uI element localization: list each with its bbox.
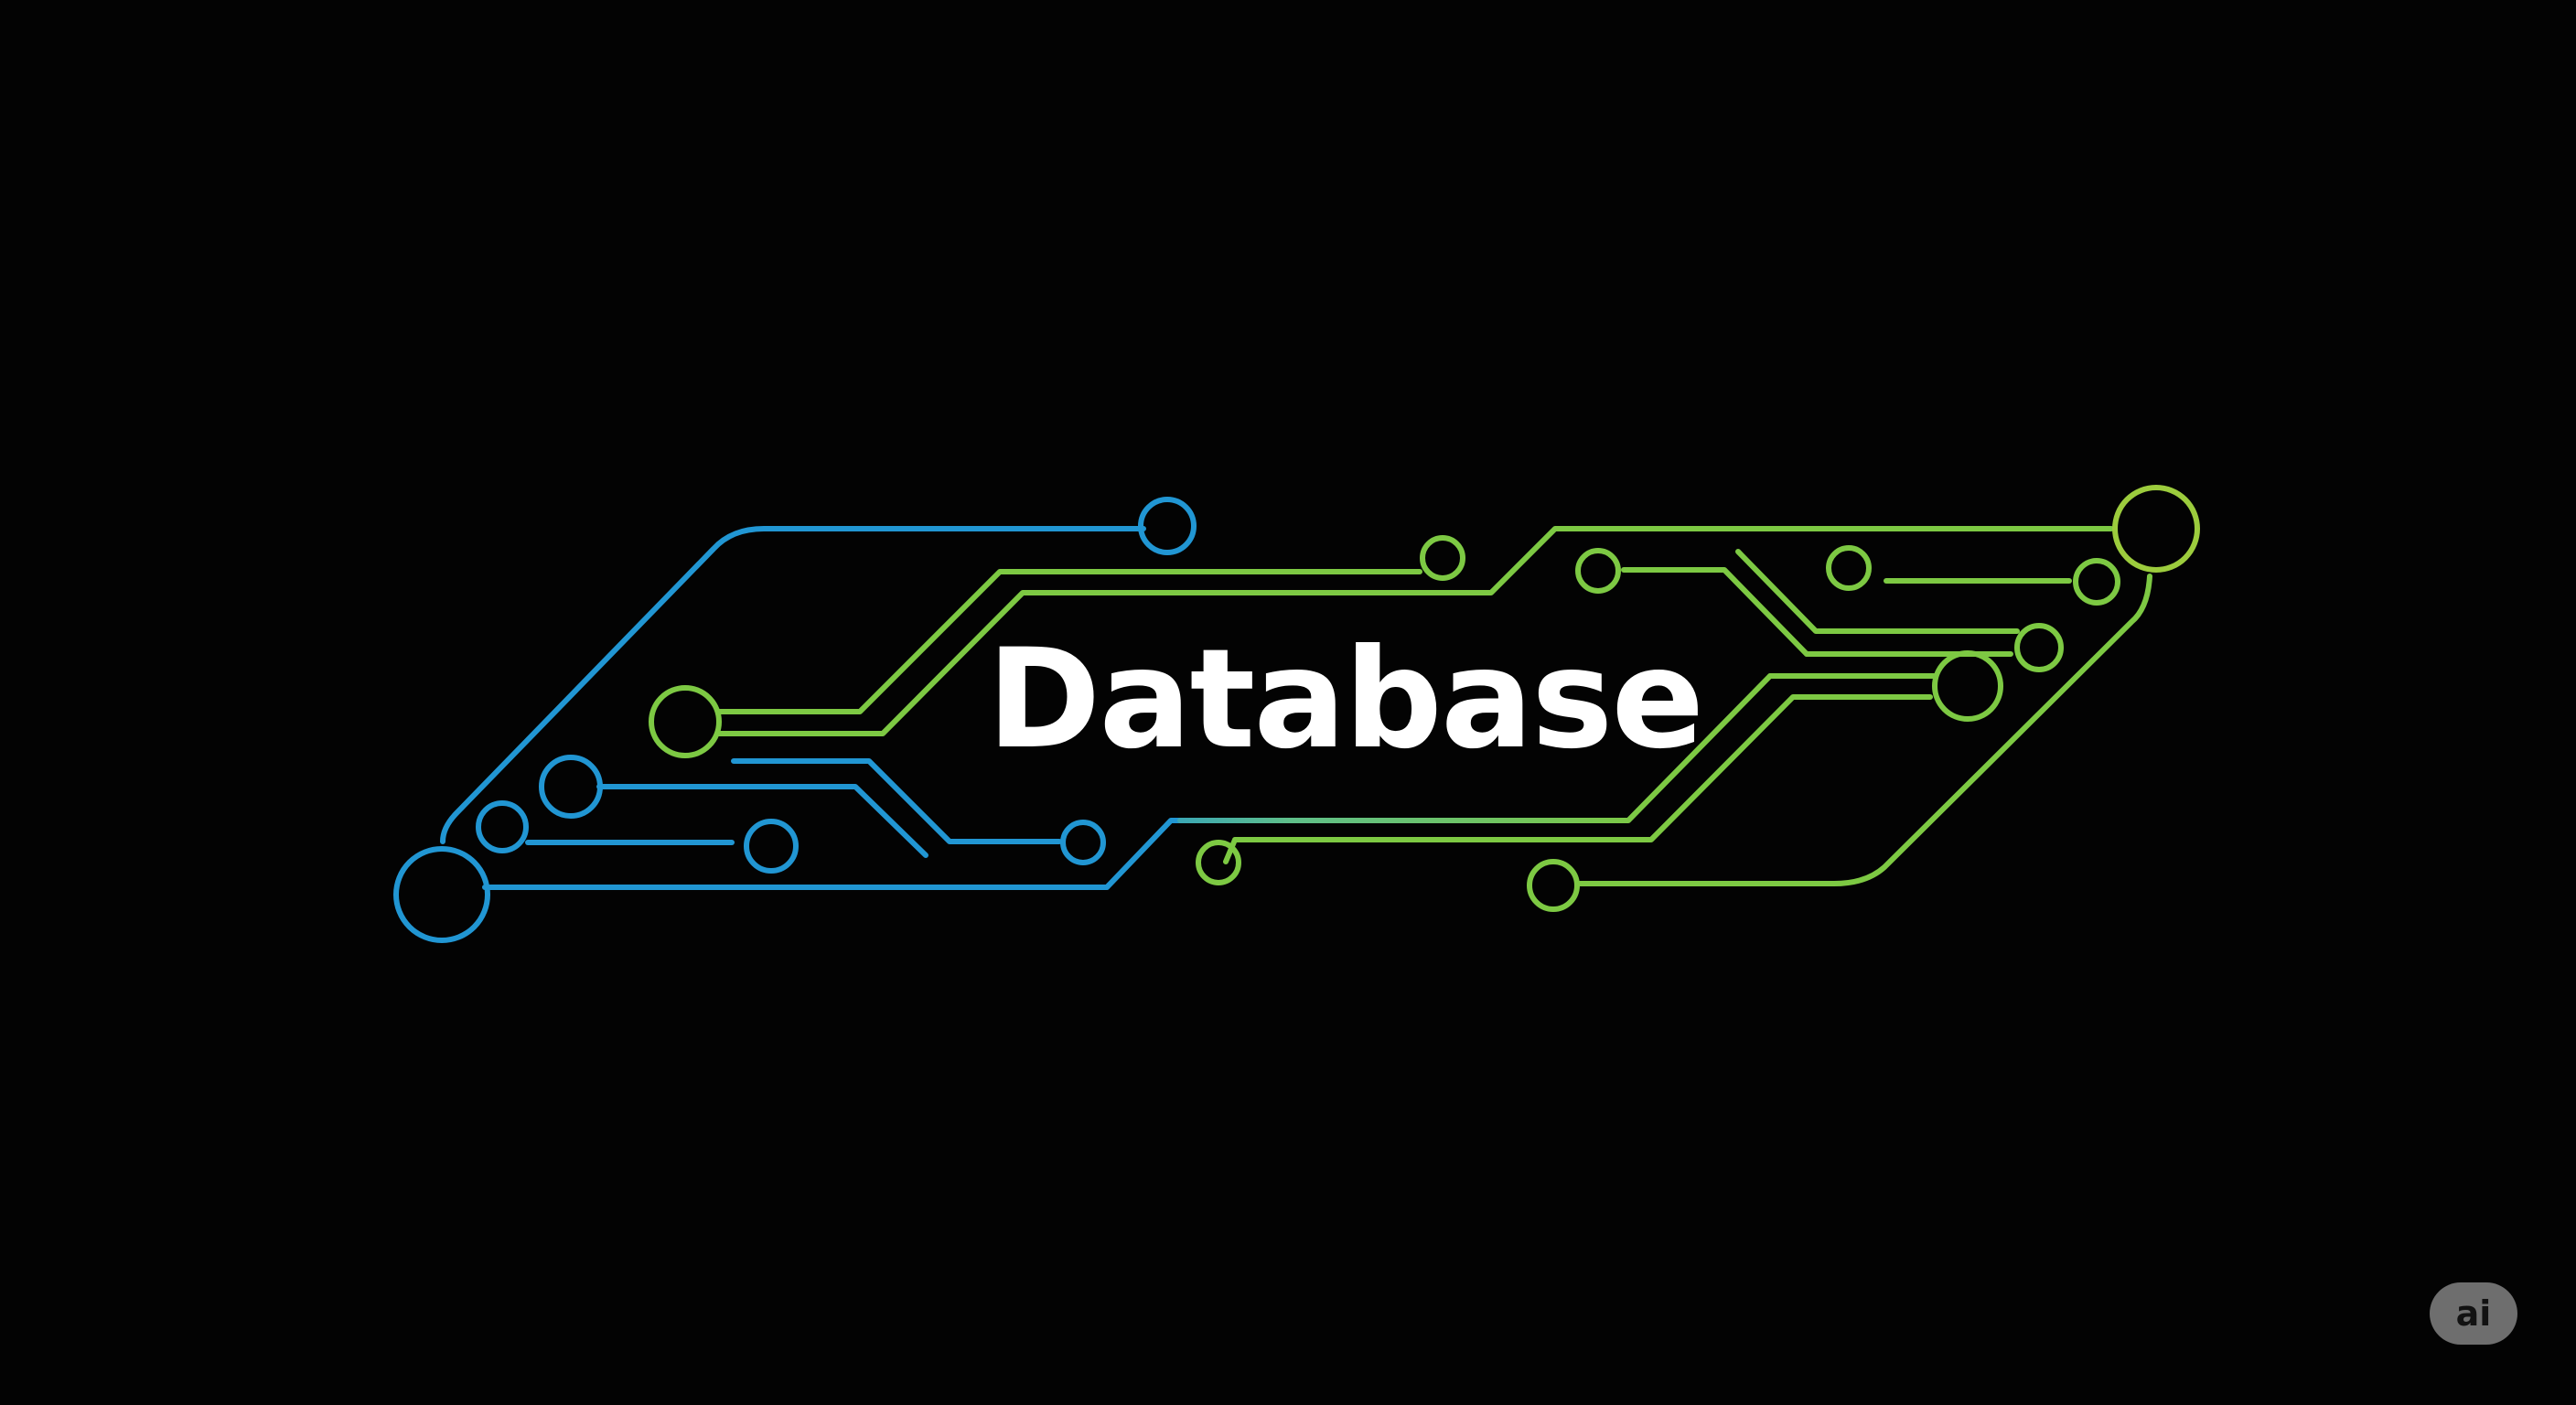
circle-node-icon [393, 846, 490, 943]
circle-node-icon [744, 819, 799, 874]
blue-trace-bottom-bus [482, 818, 1183, 890]
circle-node-icon [1420, 535, 1465, 581]
page-title: Database [986, 620, 1704, 779]
green-trace-upper-left [715, 569, 1422, 714]
blue-trace-top-arc [440, 526, 1146, 844]
circle-node-icon [2014, 623, 2064, 672]
circle-node-icon [649, 685, 722, 758]
green-trace-right-arc [1575, 574, 2152, 886]
circle-node-icon [1196, 840, 1241, 885]
circle-node-icon [539, 755, 603, 819]
circle-node-icon [1932, 650, 2003, 722]
circle-node-icon [2073, 558, 2120, 606]
blue-traces [440, 526, 1183, 890]
green-traces [715, 526, 2152, 886]
blue-trace-node-left-mid [596, 784, 928, 858]
circle-node-icon [1575, 548, 1621, 594]
circle-node-icon [1060, 820, 1106, 865]
blue-nodes [393, 497, 1197, 943]
green-trace-upper-left-inner [715, 526, 2114, 736]
ai-badge: ai [2430, 1282, 2517, 1345]
circle-node-icon [1826, 545, 1872, 591]
blue-trace-zigzag [731, 758, 1062, 844]
green-nodes [649, 485, 2200, 912]
circle-node-icon [2112, 485, 2200, 573]
circle-node-icon [1527, 859, 1580, 912]
circle-node-icon [1138, 497, 1197, 555]
gradient-trace-center [1177, 673, 1773, 823]
green-trace-mid-diagonal [1735, 549, 2020, 634]
circle-node-icon [476, 800, 529, 853]
